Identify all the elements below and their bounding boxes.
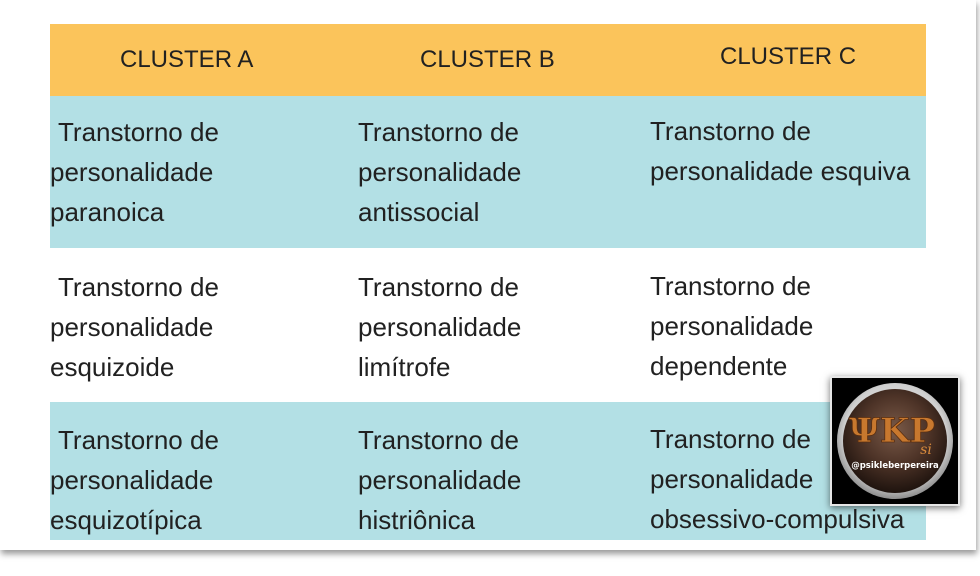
cell-line: personalidade: [650, 464, 814, 494]
cell-line: personalidade: [358, 465, 522, 495]
table-cell-cluster-a: Transtorno de personalidade paranoica: [50, 112, 219, 232]
brand-logo: ΨKP si @psikleberpereira: [830, 376, 960, 506]
slide-card: CLUSTER A CLUSTER B CLUSTER C Transtorno…: [50, 24, 926, 540]
logo-mark: ΨKP: [849, 411, 935, 451]
cell-line: Transtorno de: [650, 424, 811, 454]
cell-line: antissocial: [358, 197, 480, 227]
table-cell-cluster-a: Transtorno de personalidade esquizoide: [50, 267, 219, 387]
cell-line: Transtorno de: [650, 116, 811, 146]
table-row-2: Transtorno de personalidade esquizoide T…: [50, 248, 926, 402]
header-cluster-c: CLUSTER C: [720, 43, 857, 70]
cell-line: Transtorno de: [358, 117, 519, 147]
cell-line: personalidade: [50, 157, 214, 187]
header-cluster-b: CLUSTER B: [420, 46, 555, 73]
clusters-table: CLUSTER A CLUSTER B CLUSTER C Transtorno…: [50, 24, 926, 540]
cell-line: personalidade: [358, 312, 522, 342]
table-cell-cluster-a: Transtorno de personalidade esquizotípic…: [50, 420, 219, 540]
cell-line: obsessivo-compulsiva: [650, 504, 905, 534]
cell-line: personalidade: [50, 465, 214, 495]
cell-line: Transtorno de: [58, 425, 219, 455]
logo-disk: [843, 389, 947, 493]
logo-badge-icon: ΨKP si @psikleberpereira: [832, 378, 958, 504]
logo-handle: @psikleberpereira: [851, 461, 939, 471]
cell-line: paranoica: [50, 197, 165, 227]
table-cell-cluster-c: Transtorno de personalidade esquiva: [650, 111, 910, 191]
cell-line: limítrofe: [358, 352, 451, 382]
table-cell-cluster-b: Transtorno de personalidade limítrofe: [358, 267, 521, 387]
table-cell-cluster-b: Transtorno de personalidade antissocial: [358, 112, 521, 232]
cell-line: esquizotípica: [50, 505, 202, 535]
cell-line: Transtorno de: [358, 425, 519, 455]
cell-line: Transtorno de: [58, 272, 219, 302]
cell-line: personalidade: [50, 312, 214, 342]
cell-line: esquizoide: [50, 352, 175, 382]
header-cluster-a: CLUSTER A: [120, 46, 254, 73]
table-cell-cluster-c: Transtorno de personalidade obsessivo-co…: [650, 419, 904, 539]
cell-line: personalidade: [358, 157, 522, 187]
table-cell-cluster-c: Transtorno de personalidade dependente: [650, 266, 813, 386]
cell-line: Transtorno de: [358, 272, 519, 302]
cell-line: personalidade esquiva: [650, 156, 911, 186]
cell-line: dependente: [650, 351, 788, 381]
table-cell-cluster-b: Transtorno de personalidade histriônica: [358, 420, 521, 540]
cell-line: personalidade: [650, 311, 814, 341]
cell-line: Transtorno de: [650, 271, 811, 301]
logo-suffix: si: [920, 442, 932, 458]
table-row-3: Transtorno de personalidade esquizotípic…: [50, 402, 926, 540]
header-row: CLUSTER A CLUSTER B CLUSTER C: [50, 24, 926, 96]
table-row-1: Transtorno de personalidade paranoica Tr…: [50, 96, 926, 248]
cell-line: Transtorno de: [58, 117, 219, 147]
cell-line: histriônica: [358, 505, 476, 535]
